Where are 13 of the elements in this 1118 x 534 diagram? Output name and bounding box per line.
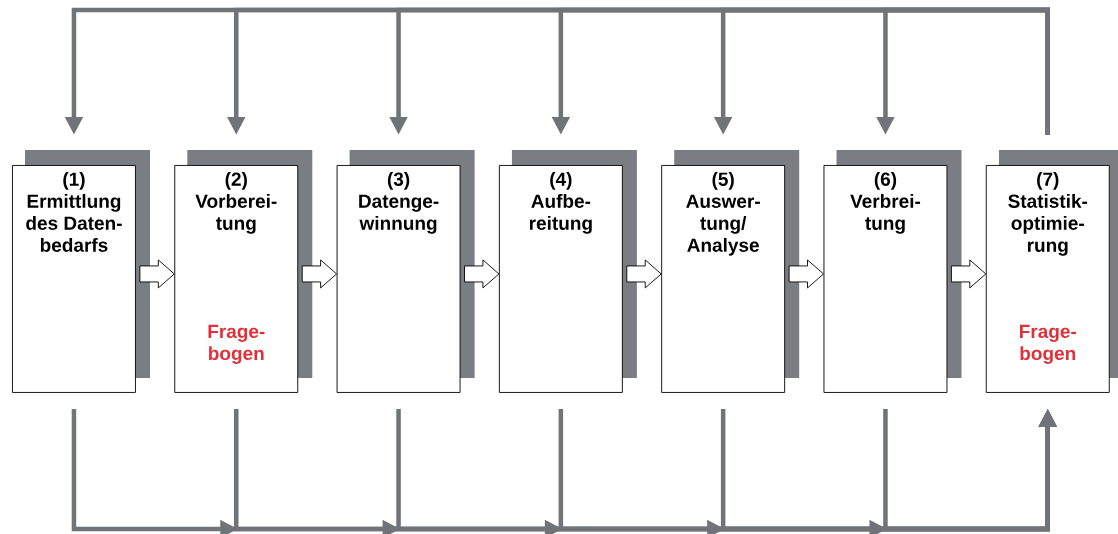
block-arrow (950, 259, 987, 289)
block-arrow (626, 259, 662, 289)
process-box: (1) Ermittlung des Daten- bedarfs (12, 150, 150, 393)
process-box: (4) Aufbe- reitung (498, 150, 637, 393)
process-box: (7) Statistik- optimie- rung Frage- bogen (985, 150, 1118, 393)
block-arrow (301, 259, 338, 289)
process-box: (3) Datenge- winnung (336, 150, 475, 393)
block-arrow (788, 259, 824, 289)
process-box: (6) Verbrei- tung (823, 150, 962, 393)
block-arrow (139, 259, 175, 289)
process-box: (5) Auswer- tung/ Analyse (661, 150, 800, 393)
process-box: (2) Vorberei- tung Frage- bogen (174, 150, 313, 393)
block-arrow (464, 259, 500, 289)
